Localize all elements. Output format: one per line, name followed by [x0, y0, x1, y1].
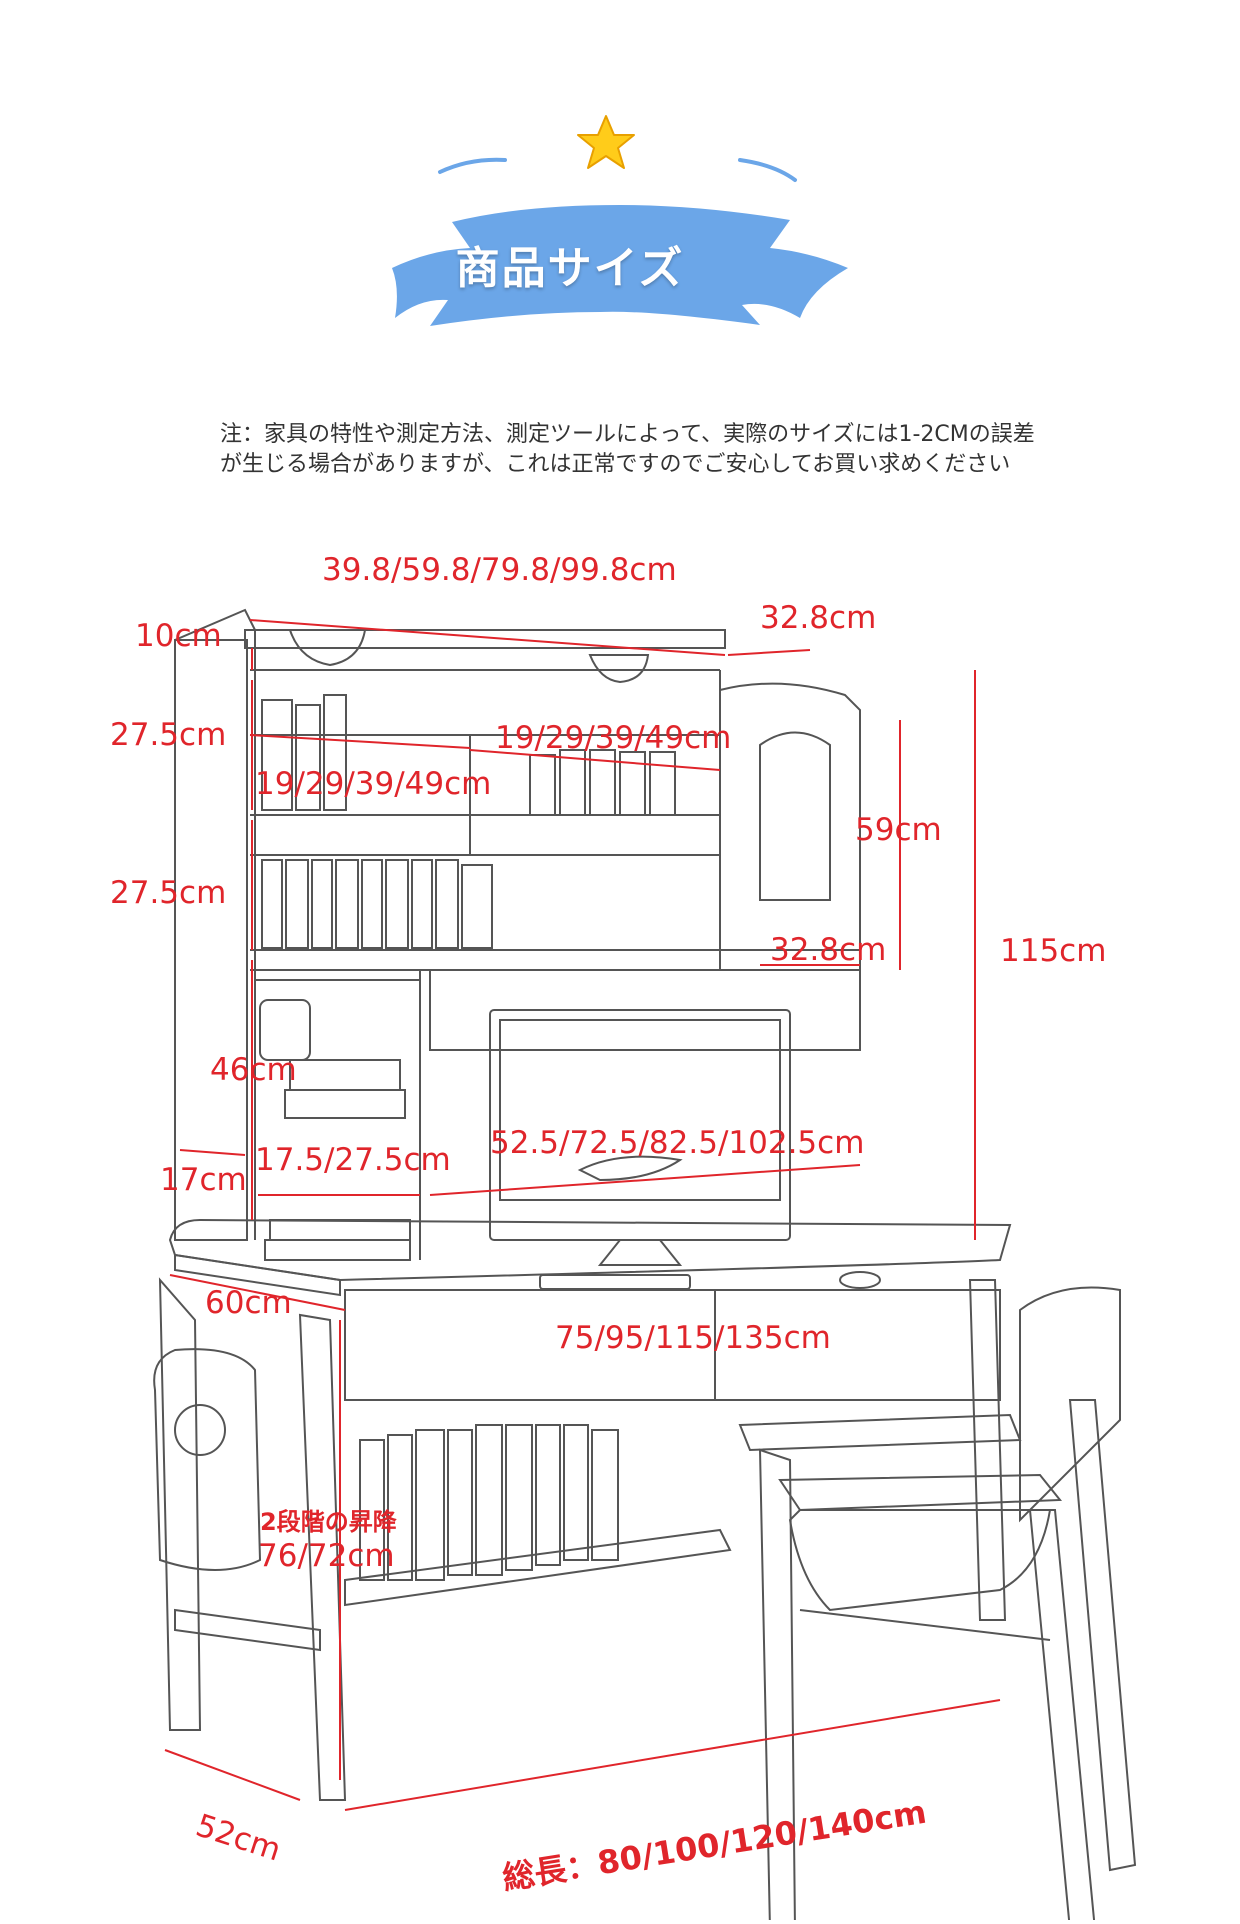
- dim-shelf-width-left: 19/29/39/49cm: [255, 766, 492, 802]
- left-panel: [174, 608, 256, 1240]
- dim-shelf-width-right: 19/29/39/49cm: [495, 720, 732, 756]
- chair-back: [1019, 1286, 1121, 1523]
- dim-line-hutch-width: [249, 619, 726, 656]
- dim-desk-depth: 60cm: [205, 1285, 292, 1321]
- chair-seat: [788, 1509, 1052, 1612]
- measurement-note: 注：家具の特性や測定方法、測定ツールによって、実際のサイズには1-2CMの誤差 …: [220, 420, 1140, 480]
- banner-graphic: [392, 115, 848, 326]
- left-upright: [174, 639, 248, 1241]
- banner-title: 商品サイズ: [455, 243, 685, 294]
- desk-top: [168, 1218, 1012, 1282]
- dim-desk-width: 75/95/115/135cm: [555, 1320, 831, 1356]
- desk-dimension-diagram: 39.8/59.8/79.8/99.8cm 32.8cm 10cm 27.5cm…: [0, 520, 1240, 1924]
- dim-shelf2-height: 27.5cm: [110, 875, 227, 911]
- monitor: [489, 1009, 791, 1241]
- dim-height-adjust-label: 2段階の昇降: [260, 1508, 397, 1536]
- dim-side-cabinet-height: 59cm: [855, 812, 942, 848]
- dim-side-cabinet-width: 32.8cm: [770, 932, 887, 968]
- dim-hutch-width: 39.8/59.8/79.8/99.8cm: [322, 552, 677, 588]
- hutch-top: [244, 629, 726, 649]
- dim-monitor-opening-width: 52.5/72.5/82.5/102.5cm: [490, 1125, 865, 1161]
- backpack: [153, 1348, 262, 1571]
- dim-line-side-depth: [727, 649, 811, 656]
- note-line-2: が生じる場合がありますが、これは正常ですのでご安心してお買い求めください: [220, 452, 1011, 477]
- star-icon: [577, 115, 635, 169]
- dim-desk-height: 76/72cm: [258, 1538, 395, 1574]
- note-line-1: 注：家具の特性や測定方法、測定ツールによって、実際のサイズには1-2CMの誤差: [220, 422, 1035, 447]
- drawer-right: [714, 1289, 1001, 1401]
- dim-shelf1-height: 27.5cm: [110, 717, 227, 753]
- desk-illustration: [153, 608, 1137, 1924]
- dim-total-height: 115cm: [1000, 933, 1107, 969]
- ribbon-shape: [392, 205, 848, 326]
- dim-side-depth: 17cm: [160, 1162, 247, 1198]
- title-banner: 商品サイズ: [0, 0, 1240, 340]
- dim-lower-shelf-height: 46cm: [210, 1052, 297, 1088]
- dim-lower-shelf-width: 17.5/27.5cm: [255, 1142, 451, 1178]
- dim-side-cabinet-depth-top: 32.8cm: [760, 600, 877, 636]
- dim-top-gap: 10cm: [135, 618, 222, 654]
